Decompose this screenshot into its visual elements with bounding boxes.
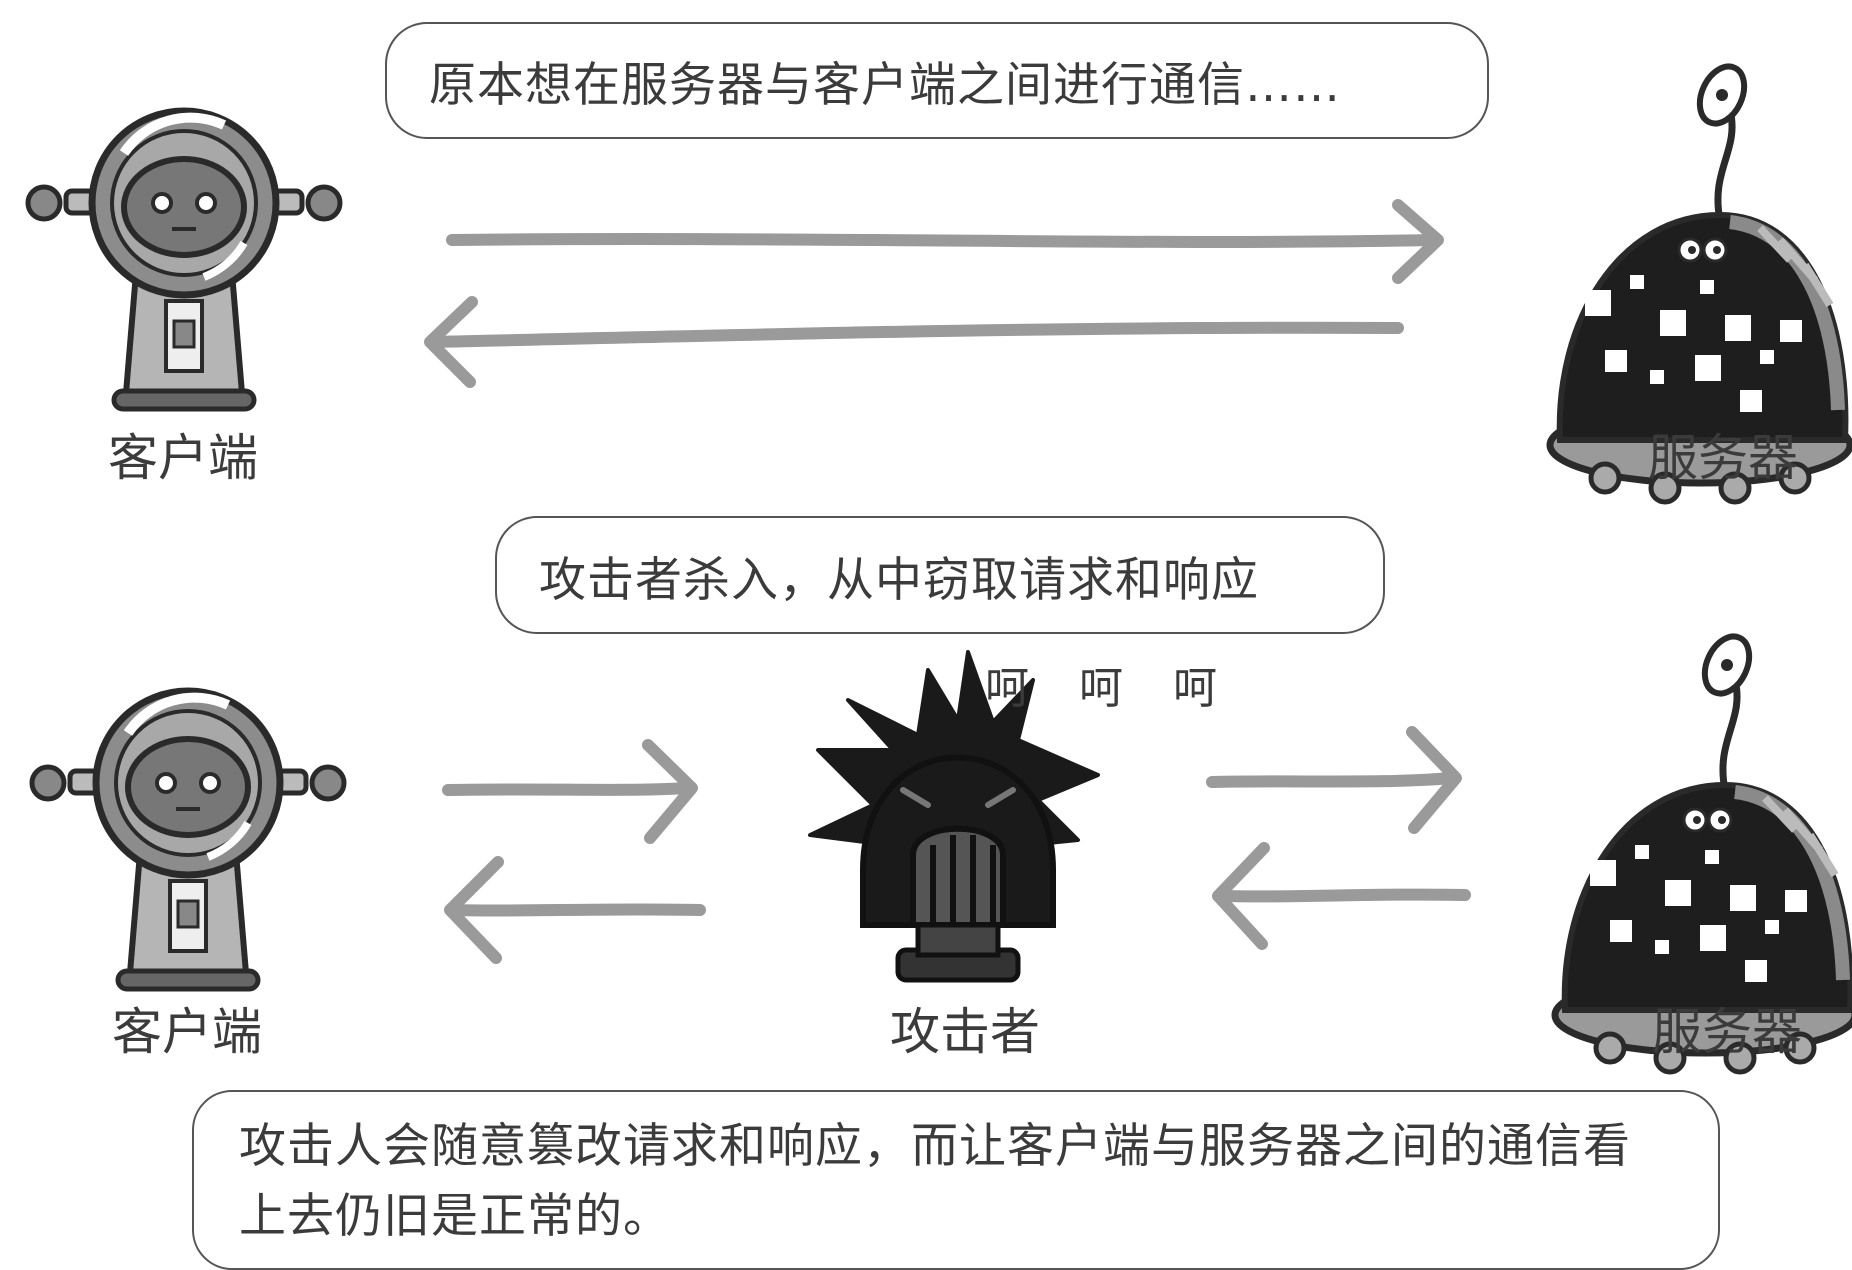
caption-bubble-middle: 攻击者杀入，从中窃取请求和响应 bbox=[495, 516, 1385, 634]
client-label: 客户端 bbox=[108, 429, 258, 487]
response-arrow bbox=[1212, 842, 1471, 950]
attacker-laugh-text: 呵 呵 呵 bbox=[985, 663, 1235, 714]
client-robot-icon bbox=[28, 111, 340, 409]
request-arrow bbox=[446, 199, 1444, 284]
server-label: 服务器 bbox=[1652, 1003, 1802, 1061]
attacker-icon bbox=[808, 650, 1100, 983]
caption-bubble-bottom: 攻击人会随意篡改请求和响应，而让客户端与服务器之间的通信看上去仍旧是正常的。 bbox=[192, 1090, 1720, 1270]
server-label: 服务器 bbox=[1648, 429, 1798, 487]
request-arrow bbox=[442, 739, 698, 844]
response-arrow bbox=[444, 856, 706, 964]
attacker-label: 攻击者 bbox=[890, 1003, 1040, 1061]
caption-text: 原本想在服务器与客户端之间进行通信…… bbox=[429, 58, 1341, 113]
caption-bubble-top: 原本想在服务器与客户端之间进行通信…… bbox=[385, 22, 1489, 139]
response-arrow bbox=[424, 296, 1404, 388]
request-arrow bbox=[1206, 726, 1462, 834]
caption-text: 攻击者杀入，从中窃取请求和响应 bbox=[539, 552, 1259, 608]
caption-text: 攻击人会随意篡改请求和响应，而让客户端与服务器之间的通信看上去仍旧是正常的。 bbox=[239, 1119, 1631, 1244]
client-robot-icon bbox=[32, 691, 344, 989]
client-label: 客户端 bbox=[112, 1003, 262, 1061]
